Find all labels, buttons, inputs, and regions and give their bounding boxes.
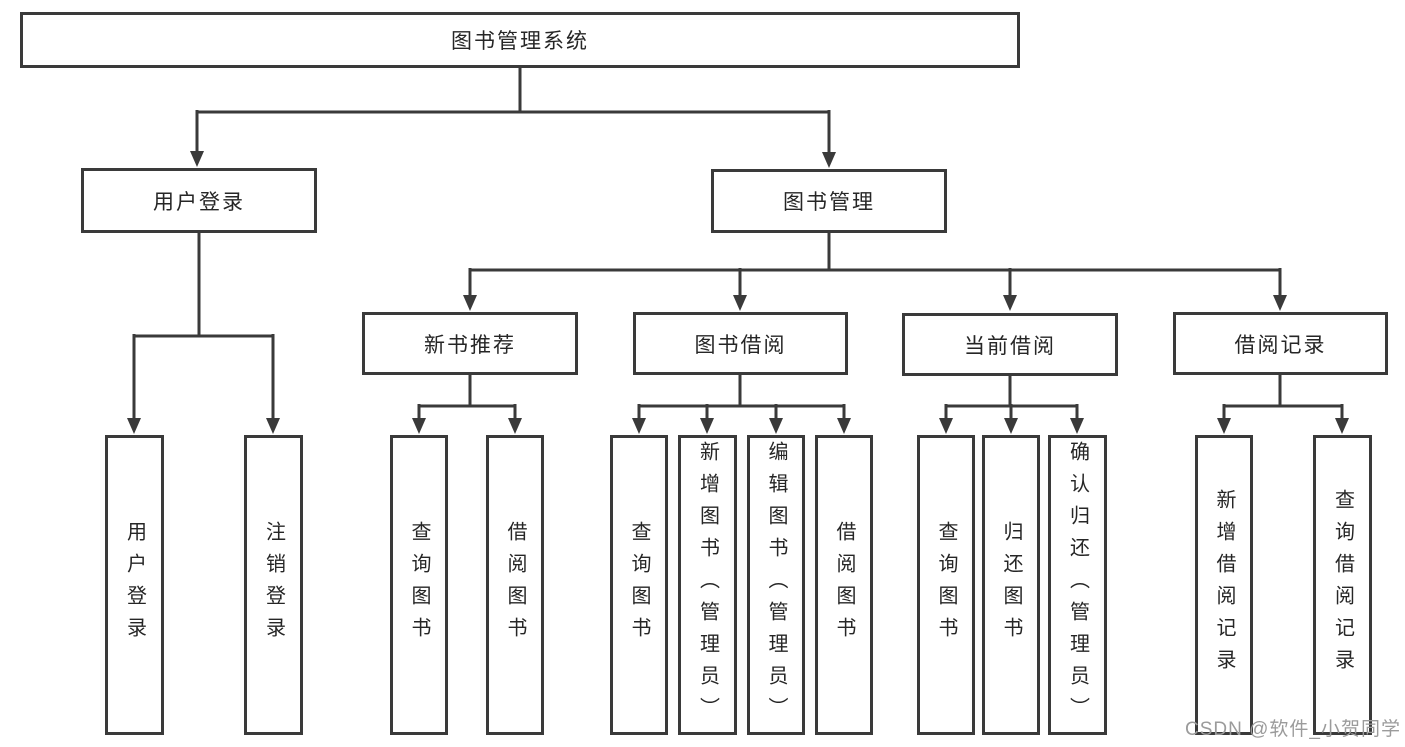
leaf-borrow-books: 借阅图书 bbox=[815, 435, 873, 735]
leaf-add-books-admin: 新增图书（管理员） bbox=[678, 435, 737, 735]
node-borrow-records-label: 借阅记录 bbox=[1234, 333, 1327, 357]
leaf-query-books-recommend-label: 查询图书 bbox=[408, 521, 430, 649]
leaf-add-borrow-record-label: 新增借阅记录 bbox=[1213, 489, 1235, 681]
leaf-confirm-return-admin-label: 确认归还（管理员） bbox=[1066, 441, 1089, 729]
node-book-borrow-label: 图书借阅 bbox=[694, 333, 787, 357]
leaf-user-login-label: 用户登录 bbox=[123, 521, 146, 649]
leaf-logout-label: 注销登录 bbox=[262, 521, 285, 649]
leaf-query-books-borrow: 查询图书 bbox=[610, 435, 668, 735]
leaf-user-login: 用户登录 bbox=[105, 435, 164, 735]
node-current-borrow-label: 当前借阅 bbox=[964, 334, 1056, 358]
leaf-borrow-books-recommend-label: 借阅图书 bbox=[504, 521, 526, 649]
node-root-label: 图书管理系统 bbox=[451, 30, 589, 53]
leaf-edit-books-admin-label: 编辑图书（管理员） bbox=[765, 441, 787, 729]
arrowheads bbox=[127, 151, 1349, 434]
leaf-borrow-books-recommend: 借阅图书 bbox=[486, 435, 544, 735]
leaf-add-books-admin-label: 新增图书（管理员） bbox=[696, 441, 719, 729]
csdn-watermark: CSDN @软件_小贺同学 bbox=[1185, 719, 1401, 740]
leaf-edit-books-admin: 编辑图书（管理员） bbox=[747, 435, 805, 735]
leaf-confirm-return-admin: 确认归还（管理员） bbox=[1048, 435, 1107, 735]
leaf-return-books-label: 归还图书 bbox=[1000, 521, 1022, 649]
leaf-query-books-current: 查询图书 bbox=[917, 435, 975, 735]
leaf-borrow-books-label: 借阅图书 bbox=[833, 521, 855, 649]
leaf-query-borrow-record: 查询借阅记录 bbox=[1313, 435, 1372, 735]
node-user-login: 用户登录 bbox=[81, 168, 317, 233]
leaf-logout: 注销登录 bbox=[244, 435, 303, 735]
leaf-return-books: 归还图书 bbox=[982, 435, 1040, 735]
leaf-query-borrow-record-label: 查询借阅记录 bbox=[1331, 489, 1354, 681]
leaf-query-books-recommend: 查询图书 bbox=[390, 435, 448, 735]
leaf-query-books-borrow-label: 查询图书 bbox=[628, 521, 650, 649]
node-book-borrow: 图书借阅 bbox=[633, 312, 848, 375]
node-book-management-label: 图书管理 bbox=[783, 191, 875, 214]
node-book-management: 图书管理 bbox=[711, 169, 947, 233]
node-user-login-label: 用户登录 bbox=[153, 190, 245, 214]
leaf-query-books-current-label: 查询图书 bbox=[935, 521, 957, 649]
node-new-book-recommend-label: 新书推荐 bbox=[424, 333, 516, 357]
node-new-book-recommend: 新书推荐 bbox=[362, 312, 578, 375]
node-borrow-records: 借阅记录 bbox=[1173, 312, 1388, 375]
node-root: 图书管理系统 bbox=[20, 12, 1020, 68]
node-current-borrow: 当前借阅 bbox=[902, 313, 1118, 376]
leaf-add-borrow-record: 新增借阅记录 bbox=[1195, 435, 1253, 735]
